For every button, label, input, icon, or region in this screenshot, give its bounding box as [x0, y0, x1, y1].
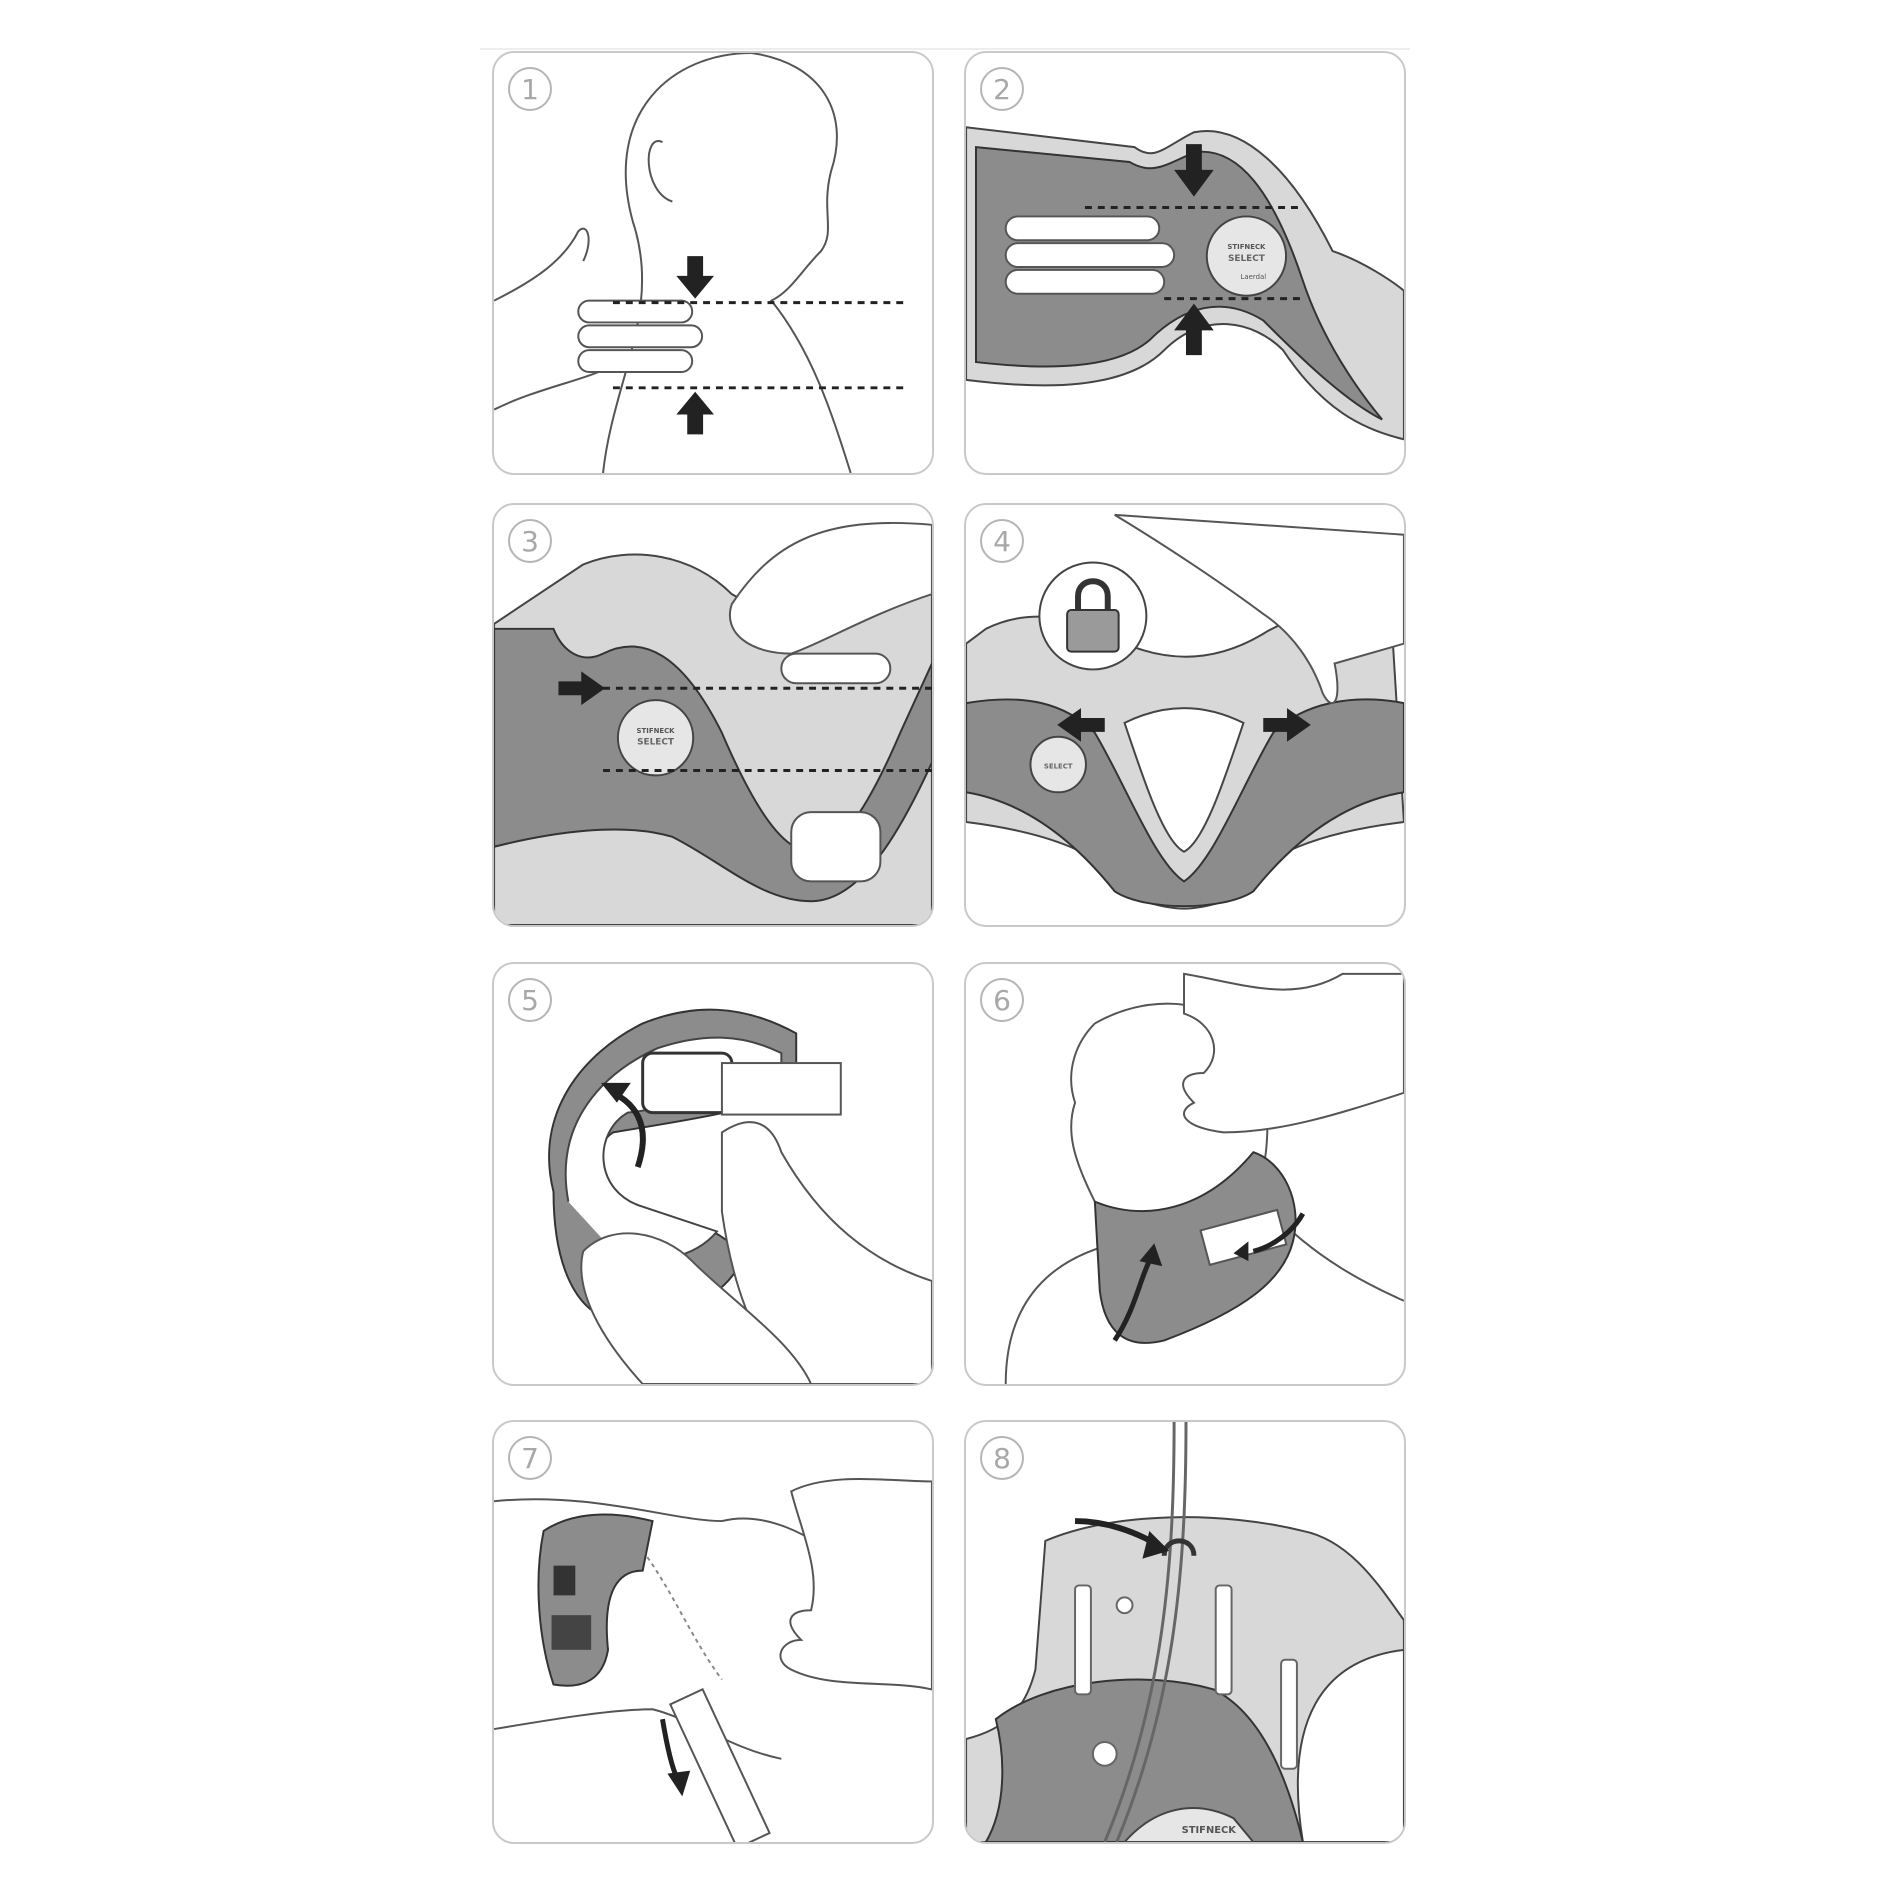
supine-apply-illustration — [494, 1478, 932, 1842]
step-panel-6: 6 — [964, 962, 1406, 1386]
lock-icon — [1038, 561, 1148, 671]
brand-label: STIFNECK — [637, 727, 676, 735]
maker-label: Laerdal — [1241, 273, 1267, 281]
step-panel-3: 3 STIFNECK SELECT — [492, 503, 934, 927]
lock-collar-illustration: SELECT — [966, 513, 1404, 910]
collar-logo — [616, 699, 695, 777]
brand-label: STIFNECK — [1182, 1825, 1237, 1836]
step-number: 1 — [508, 67, 552, 111]
adjust-collar-illustration: STIFNECK SELECT — [494, 521, 932, 925]
brand-label: STIFNECK — [1227, 243, 1266, 251]
top-divider — [480, 48, 1410, 50]
hands — [729, 521, 932, 883]
step-number: 3 — [508, 519, 552, 563]
step-panel-1: 1 — [492, 51, 934, 475]
model-label: SELECT — [1228, 254, 1266, 264]
step-number: 2 — [980, 67, 1024, 111]
arrow-icon — [676, 256, 714, 435]
step-panel-7: 7 — [492, 1420, 934, 1844]
step-number: 8 — [980, 1436, 1024, 1480]
hand — [1182, 972, 1404, 1134]
step-number: 4 — [980, 519, 1024, 563]
collar-logo — [1029, 735, 1087, 794]
measure-lines — [612, 301, 906, 390]
tube-holder-illustration: STIFNECK — [966, 1422, 1404, 1842]
measure-lines — [603, 686, 932, 772]
arrow-icon — [1112, 1212, 1306, 1342]
fold-collar-illustration — [548, 1008, 932, 1384]
step-panel-2: 2 STIFNECK SELECT Laerdal — [964, 51, 1406, 475]
hand — [1004, 215, 1176, 295]
model-label: SELECT — [1044, 762, 1073, 770]
strap — [720, 1062, 842, 1116]
arrow-icon — [660, 1718, 680, 1780]
arrow-icon — [558, 671, 606, 706]
hand — [779, 1478, 932, 1691]
step-number: 6 — [980, 978, 1024, 1022]
measure-neck-illustration — [494, 53, 906, 473]
hand — [577, 299, 704, 373]
step-number: 7 — [508, 1436, 552, 1480]
tube — [1103, 1422, 1188, 1842]
strap — [668, 1688, 771, 1842]
model-label: SELECT — [637, 738, 675, 748]
hands — [580, 1121, 932, 1384]
step-number: 5 — [508, 978, 552, 1022]
collar-logo — [1123, 1807, 1255, 1842]
apply-collar-illustration — [1004, 972, 1404, 1384]
step-panel-8: 8 STIFNECK — [964, 1420, 1406, 1844]
step-panel-4: 4 SELECT — [964, 503, 1406, 927]
step-panel-5: 5 — [492, 962, 934, 1386]
measure-lines — [1084, 206, 1303, 301]
hand — [1114, 513, 1404, 705]
collar-logo — [1205, 215, 1288, 297]
arrow-icon — [1174, 144, 1214, 356]
sizing-collar-illustration: STIFNECK SELECT Laerdal — [966, 126, 1404, 441]
